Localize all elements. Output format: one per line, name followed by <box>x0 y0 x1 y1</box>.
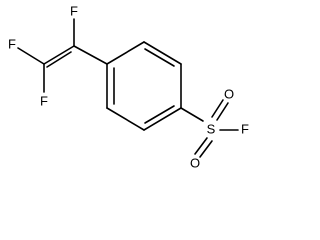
bond-c1-c2-double <box>43 45 75 68</box>
bond-s-o-bottom-double <box>194 137 213 158</box>
bond-s-o-top-double <box>211 99 229 121</box>
atom-oxygen-bottom: O <box>190 156 200 171</box>
atom-f-vinyl-left: F <box>8 37 16 52</box>
bond-c2-f-left <box>17 47 45 65</box>
atom-sulfur: S <box>207 122 216 137</box>
atom-f-vinyl-bottom: F <box>40 94 48 109</box>
bond-ring-sulfur <box>180 107 204 122</box>
benzene-ring <box>106 41 182 131</box>
atom-f-sulfonyl: F <box>241 122 249 137</box>
atom-f-vinyl-top: F <box>70 4 78 19</box>
atom-oxygen-top: O <box>224 87 234 102</box>
bond-c1-ring <box>73 45 108 65</box>
chemical-structure: F F F S O O F <box>8 4 249 171</box>
